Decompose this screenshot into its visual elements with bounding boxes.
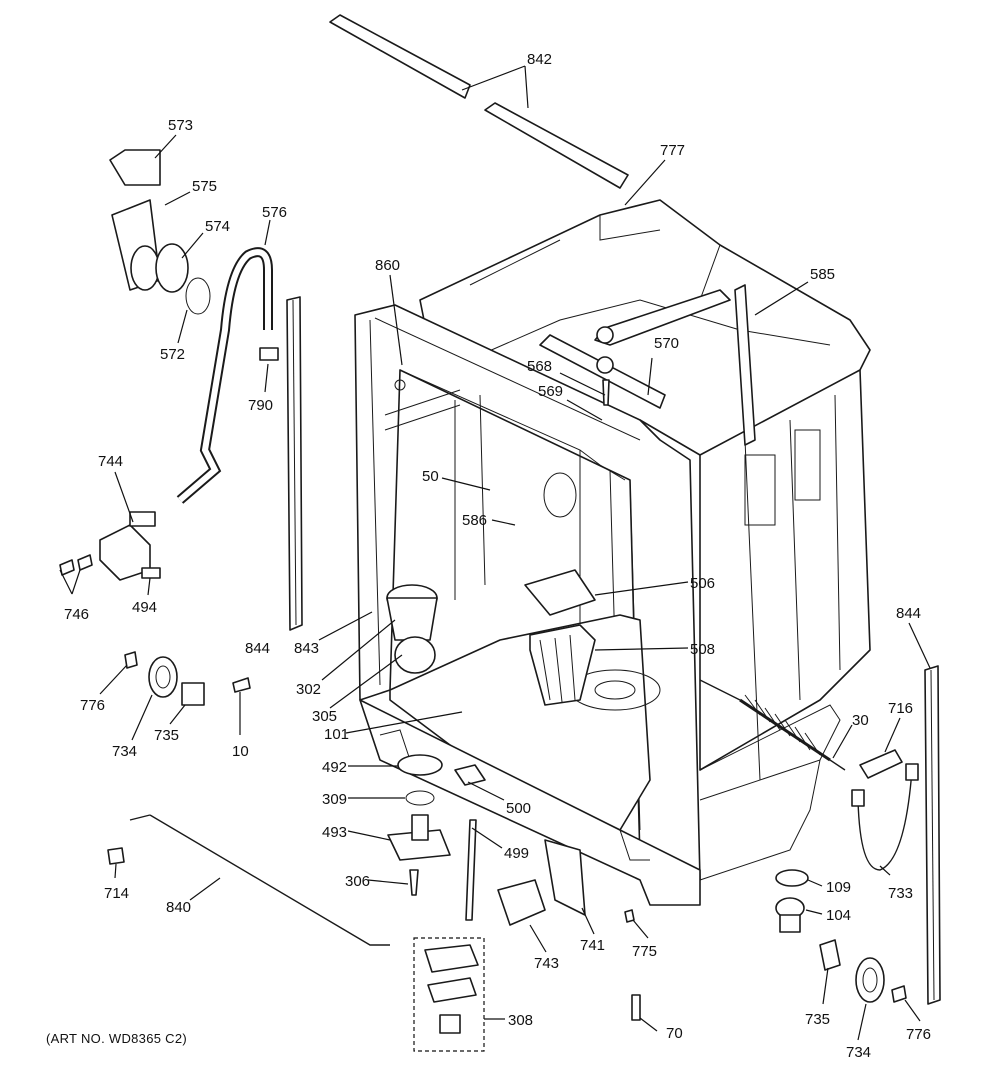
label-499: 499 <box>504 845 529 862</box>
label-309: 309 <box>322 791 347 808</box>
label-716: 716 <box>888 700 913 717</box>
label-109: 109 <box>826 879 851 896</box>
label-746: 746 <box>64 606 89 623</box>
bottom-parts <box>107 754 641 1021</box>
label-493: 493 <box>322 824 347 841</box>
label-585: 585 <box>810 266 835 283</box>
label-843: 843 <box>294 640 319 657</box>
label-308: 308 <box>508 1012 533 1029</box>
label-860: 860 <box>375 257 400 274</box>
label-735-left: 735 <box>154 727 179 744</box>
label-568: 568 <box>527 358 552 375</box>
label-733: 733 <box>888 885 913 902</box>
label-575: 575 <box>192 178 217 195</box>
label-305: 305 <box>312 708 337 725</box>
label-574: 574 <box>205 218 230 235</box>
leader-lines <box>59 65 931 1041</box>
label-744: 744 <box>98 453 123 470</box>
label-10: 10 <box>232 743 249 760</box>
label-506: 506 <box>690 575 715 592</box>
filter-parts <box>524 569 596 706</box>
label-844-left: 844 <box>245 640 270 657</box>
door-spring <box>699 679 846 771</box>
label-844-right: 844 <box>896 605 921 622</box>
label-101: 101 <box>324 726 349 743</box>
art-number-caption: (ART NO. WD8365 C2) <box>46 1031 188 1046</box>
label-714: 714 <box>104 885 129 902</box>
label-775: 775 <box>632 943 657 960</box>
label-30: 30 <box>852 712 869 729</box>
right-parts <box>775 749 919 1003</box>
door-gaskets <box>286 296 941 1005</box>
label-842: 842 <box>527 51 552 68</box>
fill-hose <box>176 247 279 504</box>
label-741: 741 <box>580 937 605 954</box>
label-570: 570 <box>654 335 679 352</box>
label-776-right: 776 <box>906 1026 931 1043</box>
label-586: 586 <box>462 512 487 529</box>
upper-gasket-strips <box>329 14 629 189</box>
label-840: 840 <box>166 899 191 916</box>
label-734-right: 734 <box>846 1044 871 1061</box>
tub-assembly <box>354 199 871 906</box>
detail-box-308 <box>413 937 485 1052</box>
label-777: 777 <box>660 142 685 159</box>
label-790: 790 <box>248 397 273 414</box>
label-302: 302 <box>296 681 321 698</box>
label-500: 500 <box>506 800 531 817</box>
label-743: 743 <box>534 955 559 972</box>
label-492: 492 <box>322 759 347 776</box>
inlet-valve <box>59 511 161 581</box>
label-572: 572 <box>160 346 185 363</box>
pump-assembly <box>386 584 438 674</box>
label-576: 576 <box>262 204 287 221</box>
label-734-left: 734 <box>112 743 137 760</box>
label-573: 573 <box>168 117 193 134</box>
label-50: 50 <box>422 468 439 485</box>
label-776-left: 776 <box>80 697 105 714</box>
label-569: 569 <box>538 383 563 400</box>
vent-assembly <box>109 149 211 315</box>
label-494: 494 <box>132 599 157 616</box>
label-104: 104 <box>826 907 851 924</box>
label-306: 306 <box>345 873 370 890</box>
label-508: 508 <box>690 641 715 658</box>
left-parts <box>124 651 251 706</box>
spray-arms <box>539 284 756 446</box>
label-70: 70 <box>666 1025 683 1042</box>
label-735-right: 735 <box>805 1011 830 1028</box>
part-labels: 842 777 573 575 574 576 572 790 860 585 … <box>64 51 931 1061</box>
